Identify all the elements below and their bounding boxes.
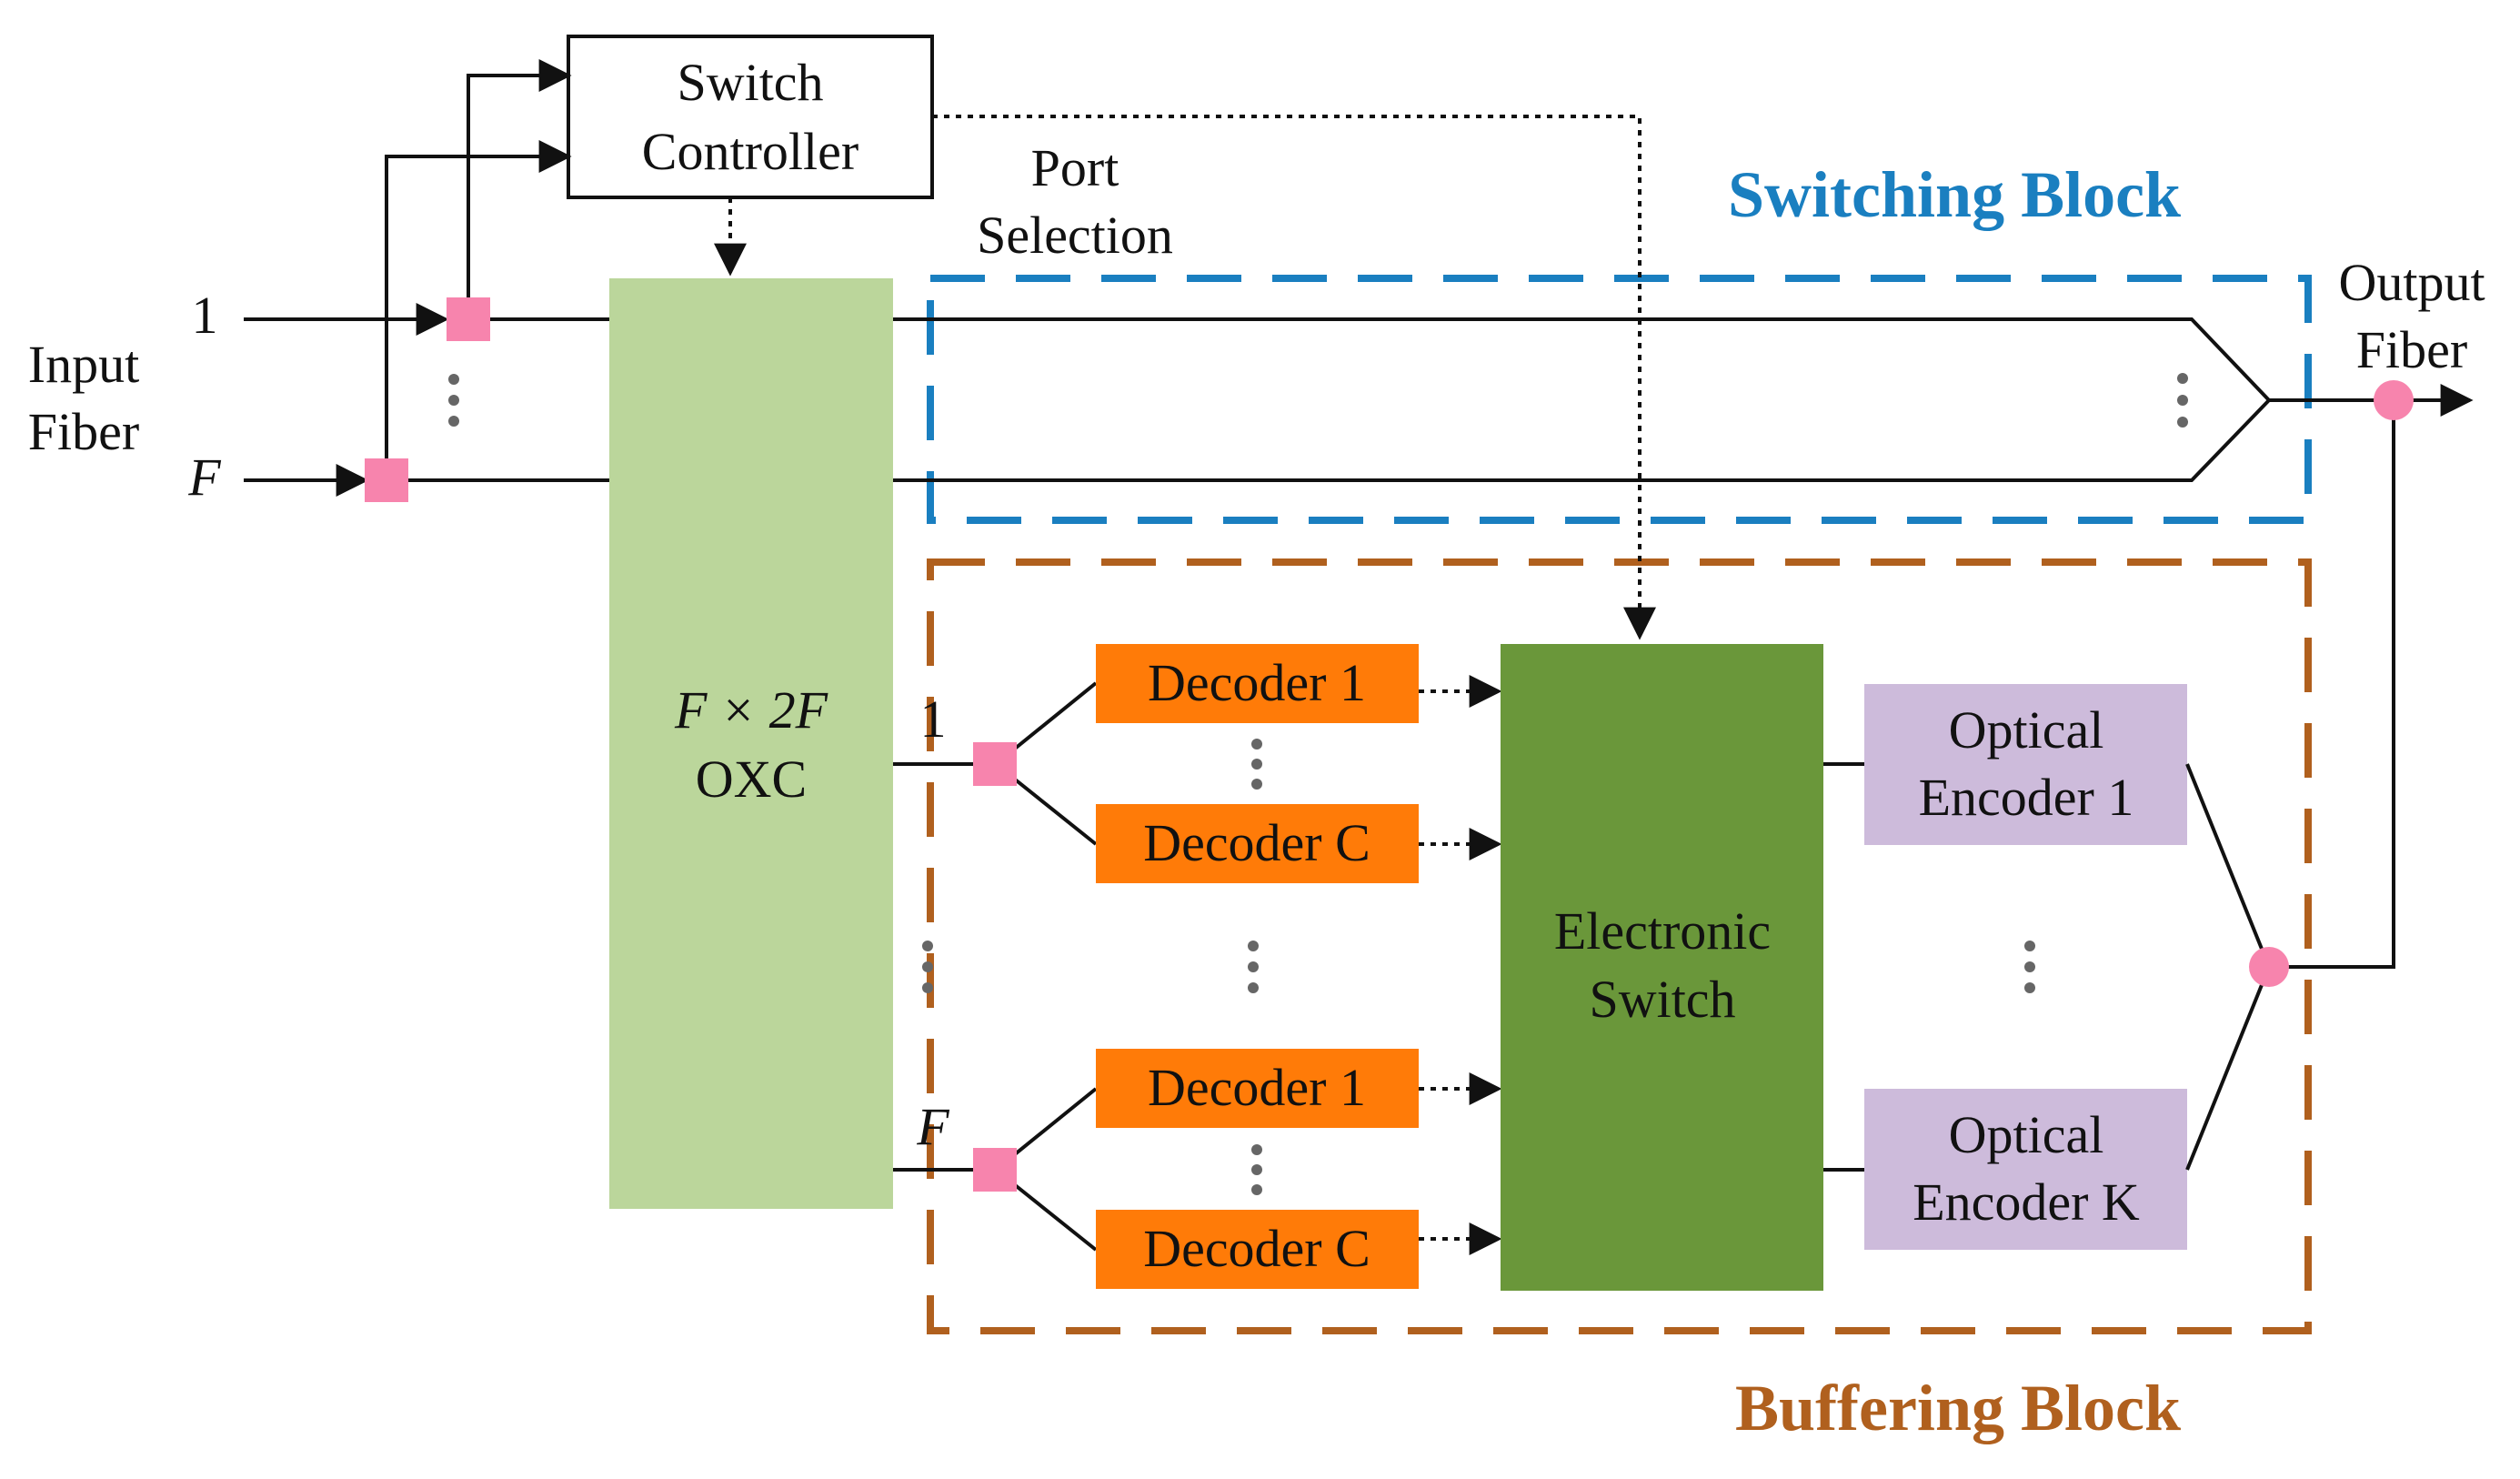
decoder-dot [1248, 961, 1259, 972]
encoder-dot [2024, 961, 2035, 972]
encoder-combiner-line-K [2185, 966, 2271, 1171]
switch-path-F [893, 398, 2271, 482]
decoder-1-group-a: Decoder 1 [1096, 644, 1419, 723]
port-selection-line [932, 115, 1656, 640]
input-1-label: 1 [192, 286, 218, 345]
decoder-dot [1248, 982, 1259, 993]
electronic-switch-label-2: Switch [1589, 970, 1735, 1029]
switch-controller-label-2: Controller [642, 122, 858, 181]
port-selection-label-2: Selection [977, 206, 1173, 265]
buffer-return-line [2269, 400, 2395, 969]
encoder-K-group: Optical Encoder K [1864, 1089, 2187, 1250]
decoder-dot [1248, 941, 1259, 951]
oxc-out-dot [922, 941, 933, 951]
buffering-block-label: Buffering Block [1735, 1372, 2181, 1444]
decoder-box [1096, 644, 1419, 723]
input-fiber-label-2: Fiber [28, 402, 139, 461]
encoder-combiner-line-1 [2185, 763, 2271, 968]
encoder-dot [2024, 941, 2035, 951]
splitter-coupler-1 [973, 742, 1017, 786]
encoder-box [1864, 684, 2187, 845]
input-dot [448, 395, 459, 406]
tap-line-F [385, 140, 572, 464]
electronic-switch-box [1501, 644, 1823, 1291]
output-fiber-label-2: Fiber [2356, 320, 2467, 379]
decoder-C-group-a: Decoder C [1096, 804, 1419, 883]
encoder-combiner [2249, 947, 2289, 987]
decoder-dot [1251, 759, 1262, 770]
oxc-out-F-label: F [916, 1097, 949, 1156]
switch-path-1 [893, 317, 2328, 402]
oxc-label-2: OXC [696, 750, 807, 809]
encoder-label-2: Encoder 1 [1919, 768, 2134, 827]
port-selection-label-1: Port [1031, 138, 1119, 197]
encoder-label-1: Optical [1949, 700, 2104, 760]
decoder-box [1096, 804, 1419, 883]
oxc-label-1: F × 2F [674, 680, 828, 740]
decoder-label: Decoder C [1143, 813, 1370, 872]
encoder-box [1864, 1089, 2187, 1250]
input-dot [448, 416, 459, 427]
electronic-switch-label-1: Electronic [1554, 901, 1771, 961]
decoder-1-group-b: Decoder 1 [1096, 1049, 1419, 1128]
encoder-1-group: Optical Encoder 1 [1864, 684, 2187, 845]
encoder-label-1: Optical [1949, 1105, 2104, 1164]
decoder-label: Decoder 1 [1148, 653, 1366, 712]
buffering-block-region [927, 558, 2312, 1334]
input-coupler-1 [447, 297, 490, 341]
switch-dot [2177, 395, 2188, 406]
switching-block-label: Switching Block [1728, 158, 2181, 231]
oxc-out-dot [922, 982, 933, 993]
decoder-label: Decoder 1 [1148, 1058, 1366, 1117]
decoder-label: Decoder C [1143, 1219, 1370, 1278]
input-coupler-F [365, 458, 408, 502]
decoder-box [1096, 1210, 1419, 1289]
output-fiber-label-1: Output [2338, 253, 2485, 312]
switch-dot [2177, 417, 2188, 428]
oxc-box [609, 278, 893, 1209]
switch-dot [2177, 373, 2188, 384]
switch-controller-label-1: Switch [677, 53, 823, 112]
input-dot [448, 374, 459, 385]
decoder-C-group-b: Decoder C [1096, 1210, 1419, 1289]
encoder-label-2: Encoder K [1913, 1172, 2140, 1232]
output-coupler [2374, 380, 2414, 420]
input-F-label: F [187, 448, 221, 507]
switching-block-region [927, 275, 2312, 524]
splitter-coupler-F [973, 1148, 1017, 1192]
decoder-dot [1251, 1164, 1262, 1175]
encoder-dot [2024, 982, 2035, 993]
oxc-out-1-label: 1 [920, 689, 947, 749]
decoder-dot [1251, 1144, 1262, 1155]
input-fiber-label-1: Input [28, 335, 139, 394]
decoder-dot [1251, 739, 1262, 750]
tap-line-1 [467, 59, 572, 306]
decoder-dot [1251, 779, 1262, 790]
oxc-out-dot [922, 961, 933, 972]
decoder-dot [1251, 1184, 1262, 1195]
decoder-box [1096, 1049, 1419, 1128]
